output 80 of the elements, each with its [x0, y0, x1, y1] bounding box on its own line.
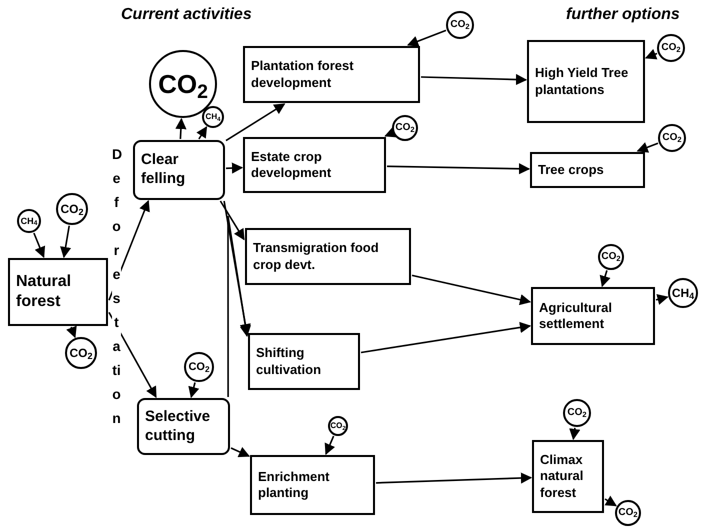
- arrow: [220, 200, 245, 240]
- gas-bubble: [65, 337, 97, 369]
- emission-arrow: [644, 48, 658, 60]
- emission-arrow: [66, 326, 77, 338]
- box-label: Selective cutting: [145, 408, 212, 446]
- arrow: [230, 446, 250, 458]
- box-label: Estate crop development: [251, 148, 332, 182]
- box-label: Agricultural settlement: [539, 300, 613, 332]
- gas-formula: CO$_{2}$: [69, 347, 92, 359]
- gas-bubble: [615, 500, 641, 526]
- box-label: Shifting cultivation: [256, 345, 322, 378]
- emission-arrow: [188, 382, 200, 398]
- process-box: [243, 137, 386, 193]
- gas-formula: CO$_{2}$: [158, 71, 208, 97]
- gas-formula: CO$_{2}$: [330, 422, 346, 430]
- box-label: Climax natural forest: [540, 452, 584, 501]
- arrow: [386, 163, 530, 174]
- arrow: [360, 322, 532, 354]
- gas-bubble: [563, 399, 591, 427]
- gas-bubble: [658, 124, 686, 152]
- gas-formula: CO$_{2}$: [567, 408, 587, 418]
- process-box: [8, 258, 108, 326]
- process-box: [133, 140, 225, 200]
- emission-arrow: [60, 226, 72, 258]
- gas-formula: CH$_{4}$: [206, 113, 220, 121]
- emission-arrow: [656, 294, 669, 305]
- process-box: [137, 398, 230, 455]
- gas-formula: CO$_{2}$: [662, 133, 682, 143]
- emission-arrow: [636, 142, 658, 153]
- gas-bubble: [17, 209, 41, 233]
- column-heading: Current activities: [121, 5, 252, 25]
- gas-bubble: [446, 11, 474, 39]
- emission-arrow: [604, 496, 617, 506]
- box-label: Plantation forest development: [251, 58, 355, 91]
- gas-bubble: [392, 115, 418, 141]
- box-label: Transmigration food crop devt.: [253, 240, 380, 273]
- gas-formula: CH$_{4}$: [20, 216, 38, 226]
- column-heading: further options: [566, 5, 680, 25]
- gas-formula: CO$_{2}$: [450, 20, 470, 30]
- gas-formula: CH$_{4}$: [672, 287, 694, 299]
- box-label: Clear felling: [141, 151, 186, 189]
- gas-formula: CO$_{2}$: [60, 203, 84, 215]
- emission-arrow: [33, 232, 46, 258]
- gas-bubble: [184, 352, 214, 382]
- gas-formula: CO$_{2}$: [188, 362, 210, 372]
- process-box: [248, 333, 360, 390]
- process-box: [243, 46, 420, 103]
- gas-formula: CO$_{2}$: [395, 123, 415, 133]
- gas-bubble: [202, 106, 224, 128]
- gas-bubble: [657, 34, 685, 62]
- process-box: [531, 287, 655, 345]
- box-label: Natural forest: [16, 272, 72, 312]
- arrow: [376, 472, 532, 484]
- emission-arrow: [175, 118, 186, 140]
- arrow: [420, 74, 528, 86]
- emission-arrow: [384, 127, 397, 138]
- emission-arrow: [600, 270, 610, 288]
- box-label: Tree crops: [538, 162, 605, 178]
- arrow: [227, 215, 251, 397]
- emission-arrow: [196, 126, 208, 140]
- emission-arrow: [324, 436, 336, 456]
- emission-arrow: [407, 30, 446, 47]
- box-label: Enrichment planting: [258, 468, 331, 502]
- process-box: [250, 455, 375, 515]
- gas-formula: CO$_{2}$: [661, 43, 681, 53]
- emission-arrow: [569, 428, 580, 440]
- gas-formula: CO$_{2}$: [601, 252, 621, 262]
- box-label: High Yield Tree plantations: [535, 65, 630, 98]
- gas-bubble: [598, 244, 624, 270]
- process-box: [530, 152, 645, 188]
- gas-bubble: [668, 278, 698, 308]
- gas-formula: CO$_{2}$: [618, 508, 638, 518]
- process-box: [245, 228, 411, 285]
- process-box: [527, 40, 645, 123]
- process-box: [532, 440, 604, 513]
- arrow: [226, 162, 244, 174]
- gas-bubble: [56, 193, 88, 225]
- gas-bubble: [328, 416, 348, 436]
- arrow: [412, 274, 532, 306]
- arrow: [226, 103, 286, 142]
